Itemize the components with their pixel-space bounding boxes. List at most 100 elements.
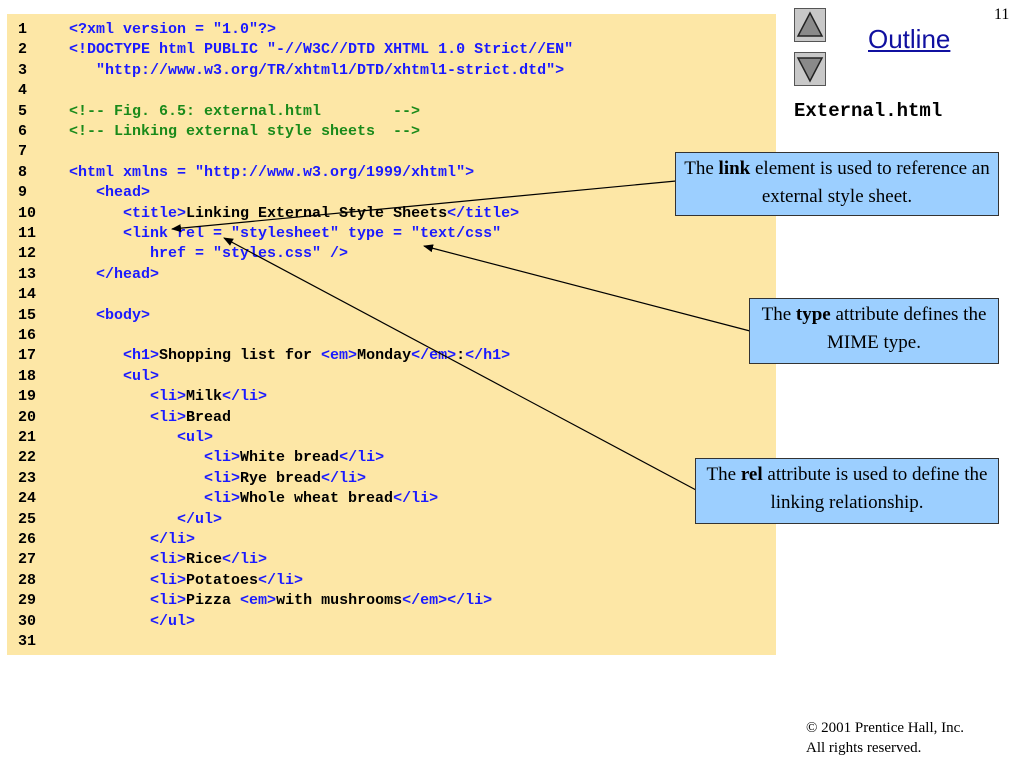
code-text: <li>Bread <box>69 408 231 428</box>
link-callout-arrow <box>171 180 677 233</box>
code-token: <!DOCTYPE html PUBLIC <box>69 41 268 59</box>
code-token: Shopping list for <box>159 347 322 365</box>
line-number: 30 <box>18 612 37 630</box>
code-token: <?xml version = <box>69 21 214 38</box>
line-number: 10 <box>18 204 37 222</box>
code-token: <html xmlns = "http://www.w3.org/1999/xh… <box>69 163 475 181</box>
code-token: Potatoes <box>186 571 259 589</box>
down-triangle-icon <box>796 57 824 83</box>
code-token: : <box>456 347 466 365</box>
code-text: <title>Linking External Style Sheets</ti… <box>69 204 519 224</box>
code-token: <title> <box>69 204 187 222</box>
code-token: Whole wheat bread <box>240 490 394 508</box>
line-number: 3 <box>18 61 28 79</box>
line-number: 21 <box>18 429 37 446</box>
callout-link-element: The link element is used to reference an… <box>675 152 999 216</box>
line-number: 11 <box>18 225 37 242</box>
code-text: <li>White bread</li> <box>69 448 384 468</box>
code-token: ?> <box>258 21 277 38</box>
code-text: </head> <box>69 265 159 285</box>
code-token: <h1> <box>69 347 160 365</box>
code-text: <li>Milk</li> <box>69 387 267 407</box>
code-text: <ul> <box>69 428 213 448</box>
code-token: <!-- Linking external style sheets --> <box>69 123 421 140</box>
line-number: 25 <box>18 510 37 528</box>
line-number: 26 <box>18 531 37 548</box>
code-token: <li> <box>69 408 187 426</box>
line-number: 12 <box>18 245 37 263</box>
line-number: 4 <box>18 82 28 100</box>
line-number: 22 <box>18 449 37 467</box>
line-number: 27 <box>18 551 37 569</box>
code-listing: 1 <?xml version = "1.0"?> 2 <!DOCTYPE html … <box>7 14 776 655</box>
code-token: </li> <box>69 531 196 548</box>
line-number: 19 <box>18 388 37 406</box>
code-text: <head> <box>69 183 150 203</box>
code-token: with mushrooms <box>276 592 403 610</box>
code-token: </li> <box>393 490 439 508</box>
up-triangle-icon <box>796 11 824 37</box>
outline-link[interactable]: Outline <box>868 24 951 54</box>
code-token: Pizza <box>186 592 241 610</box>
line-number: 29 <box>18 592 37 610</box>
line-number: 6 <box>18 123 28 140</box>
code-text: <ul> <box>69 367 159 387</box>
code-text: <li>Pizza <em>with mushrooms</em></li> <box>69 591 492 611</box>
line-number: 23 <box>18 469 37 487</box>
code-token: > <box>555 61 565 79</box>
code-token: White bread <box>240 449 340 467</box>
code-token: </ul> <box>69 612 196 630</box>
code-token: <em> <box>240 592 277 610</box>
code-text: <h1>Shopping list for <em>Monday</em>:</… <box>69 346 510 366</box>
line-number: 28 <box>18 571 37 589</box>
code-text: <li>Rye bread</li> <box>69 469 366 489</box>
code-token: </li> <box>321 469 367 487</box>
code-text: <?xml version = "1.0"?> <box>69 20 276 40</box>
code-text: "http://www.w3.org/TR/xhtml1/DTD/xhtml1-… <box>69 61 564 81</box>
code-token: </li> <box>258 571 304 589</box>
code-token: <li> <box>69 551 187 569</box>
code-token: <!-- Fig. 6.5: external.html --> <box>69 102 421 120</box>
code-token: <li> <box>69 388 187 406</box>
line-number: 13 <box>18 265 37 283</box>
code-text: <li>Whole wheat bread</li> <box>69 489 438 509</box>
code-text: <html xmlns = "http://www.w3.org/1999/xh… <box>69 163 474 183</box>
slide-number: 11 <box>994 6 1010 23</box>
code-token: <li> <box>69 469 241 487</box>
callout-rel-attribute: The rel attribute is used to define the … <box>695 458 999 524</box>
line-number: 5 <box>18 102 28 120</box>
code-text: <body> <box>69 306 150 326</box>
code-token: Rice <box>186 551 223 569</box>
line-number: 1 <box>18 21 28 38</box>
line-number: 2 <box>18 41 28 59</box>
code-token: </em> <box>411 347 457 365</box>
code-token: <ul> <box>69 367 160 385</box>
nav-down-button[interactable] <box>794 52 826 86</box>
line-number: 20 <box>18 408 37 426</box>
file-name: External.html <box>794 100 943 122</box>
rel-callout-arrow <box>223 237 697 491</box>
code-token: <li> <box>69 592 187 610</box>
code-text: <link rel = "stylesheet" type = "text/cs… <box>69 224 501 244</box>
line-number: 16 <box>18 327 37 344</box>
code-token: </li> <box>222 551 268 569</box>
code-token: "1.0" <box>213 21 259 38</box>
copyright-line: © 2001 Prentice Hall, Inc. <box>806 720 965 736</box>
code-token: "http://www.w3.org/TR/xhtml1/DTD/xhtml1-… <box>69 61 556 79</box>
line-number: 9 <box>18 184 28 202</box>
code-token: Rye bread <box>240 469 322 487</box>
nav-up-button[interactable] <box>794 8 826 42</box>
code-text: </li> <box>69 530 195 550</box>
code-text: <!-- Linking external style sheets --> <box>69 122 420 142</box>
rights-line: All rights reserved. <box>806 740 922 756</box>
code-token: href = "styles.css" /> <box>69 245 349 263</box>
code-token: <em> <box>321 347 358 365</box>
code-token: <li> <box>69 490 241 508</box>
code-text: </ul> <box>69 510 222 530</box>
code-token: </h1> <box>465 347 511 365</box>
code-token: </li> <box>339 449 385 467</box>
code-text: <li>Rice</li> <box>69 550 267 570</box>
line-number: 8 <box>18 163 28 181</box>
code-text: </ul> <box>69 612 195 632</box>
code-token: Milk <box>186 388 223 406</box>
